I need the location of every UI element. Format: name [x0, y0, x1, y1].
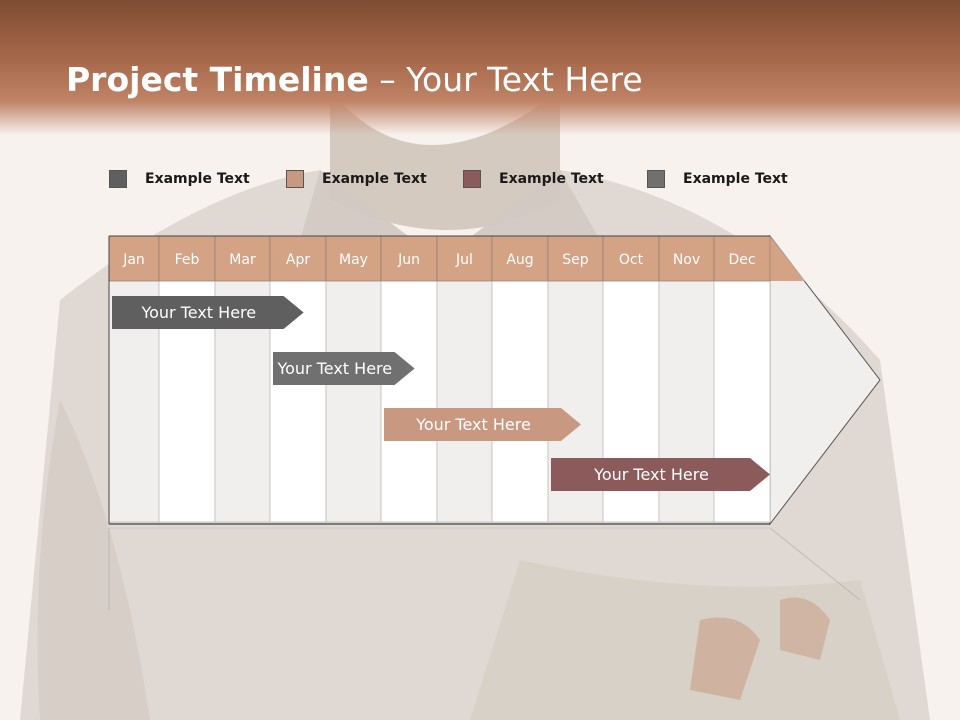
month-column [325, 280, 382, 523]
task-bar: Your Text Here [551, 458, 770, 491]
month-label: Jul [455, 252, 473, 268]
month-label: Jun [397, 252, 420, 268]
month-label: Jan [122, 252, 145, 268]
month-header-cell [713, 235, 771, 282]
legend-item: Example Text [109, 170, 250, 188]
legend-swatch [286, 170, 304, 188]
month-label: Dec [728, 252, 755, 268]
month-label: Apr [286, 252, 310, 268]
month-header-cell [325, 235, 382, 282]
title-rest: Your Text Here [406, 60, 643, 99]
month-header-cell [108, 235, 160, 282]
month-header-cell [380, 235, 438, 282]
task-bar-label: Your Text Here [141, 303, 257, 322]
month-label: Nov [673, 252, 700, 268]
legend-label: Example Text [683, 171, 788, 187]
task-bar: Your Text Here [273, 352, 415, 385]
legend-label: Example Text [322, 171, 427, 187]
legend-label: Example Text [499, 171, 604, 187]
month-label: Sep [562, 252, 589, 268]
title-band [0, 0, 960, 135]
timeline-arrow-header [770, 236, 805, 281]
month-column [380, 280, 438, 523]
month-header-cell [436, 235, 493, 282]
month-column [436, 280, 493, 523]
legend-label: Example Text [145, 171, 250, 187]
month-header-cell [547, 235, 604, 282]
month-label: Feb [175, 252, 200, 268]
title-separator: – [368, 60, 407, 99]
month-header-cell [491, 235, 549, 282]
title-bold: Project Timeline [66, 60, 369, 99]
month-header-cell [214, 235, 271, 282]
legend-item: Example Text [286, 170, 427, 188]
task-bar-label: Your Text Here [416, 415, 531, 434]
month-label: Oct [619, 252, 644, 268]
task-bar: Your Text Here [384, 408, 581, 441]
legend-swatch [647, 170, 665, 188]
month-header-cell [602, 235, 660, 282]
month-label: May [339, 252, 368, 268]
task-bar: Your Text Here [112, 296, 304, 329]
month-header-cell [269, 235, 327, 282]
legend-item: Example Text [463, 170, 604, 188]
month-label: Aug [506, 252, 533, 268]
legend-swatch [109, 170, 127, 188]
month-column [491, 280, 549, 523]
reflection-line [769, 527, 861, 601]
month-label: Mar [229, 252, 256, 268]
legend-item: Example Text [647, 170, 788, 188]
month-header-cell [658, 235, 715, 282]
legend-swatch [463, 170, 481, 188]
task-bar-label: Your Text Here [277, 359, 393, 378]
page-title: Project Timeline – Your Text Here [66, 60, 643, 99]
month-header-cell [158, 235, 216, 282]
legend: Example Text Example Text Example Text E… [0, 170, 960, 200]
task-bar-label: Your Text Here [594, 465, 709, 484]
